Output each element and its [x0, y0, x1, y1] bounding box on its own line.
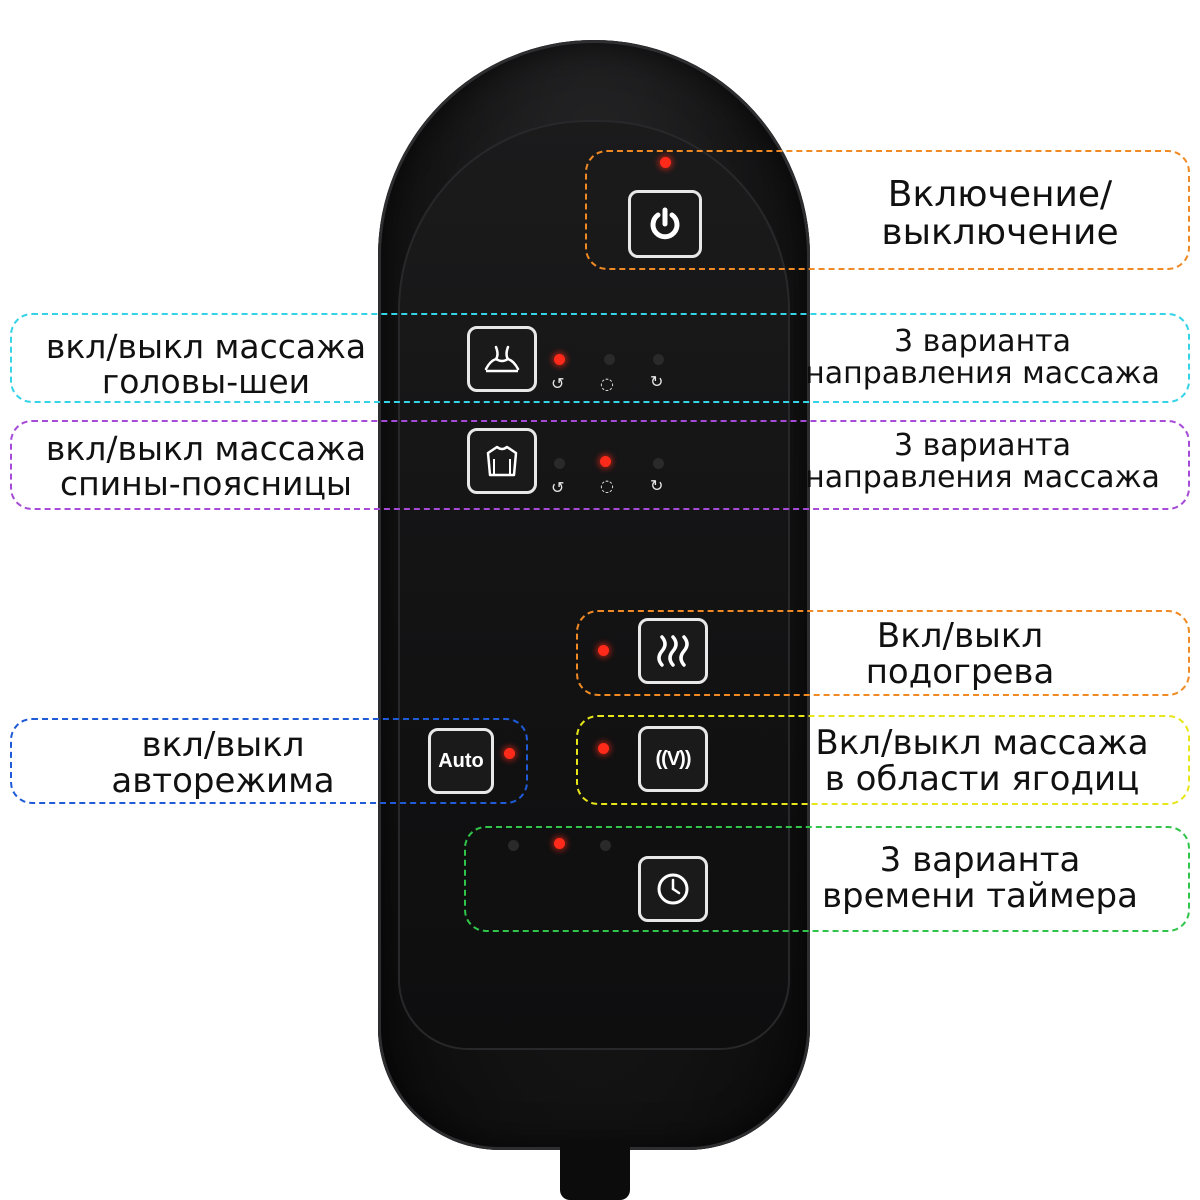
callout-power-line1: Включение/	[887, 174, 1113, 215]
callout-head-massage: вкл/выкл массажа головы-шеи	[14, 327, 398, 401]
callout-buttocks-line2: в области ягодиц	[824, 758, 1140, 799]
vibration-led	[598, 743, 609, 754]
callout-head-direction-line2: направления массажа	[805, 355, 1160, 391]
callout-back-direction: 3 варианта направления массажа	[780, 430, 1185, 493]
clockwise-icon: ↻	[650, 476, 664, 495]
reverse-icon: ◌	[600, 476, 614, 495]
back-massage-button[interactable]	[467, 428, 537, 494]
callout-heat: Вкл/выкл подогрева	[790, 616, 1130, 692]
callout-power-frame	[585, 150, 1190, 270]
callout-power-line2: выключение	[881, 211, 1119, 253]
callout-buttocks-line1: Вкл/выкл массажа	[815, 723, 1149, 763]
remote-cable	[560, 1140, 630, 1200]
power-icon	[650, 207, 680, 240]
back-direction-led-1	[554, 458, 565, 469]
auto-led	[504, 748, 515, 759]
back-direction-led-2	[600, 456, 611, 467]
timer-led-1	[508, 840, 519, 851]
callout-heat-line2: подогрева	[865, 651, 1055, 692]
callout-timer-line1: 3 варианта	[879, 840, 1081, 880]
remote-control-face	[398, 120, 790, 1050]
callout-timer: 3 варианта времени таймера	[780, 840, 1180, 916]
callout-back-massage: вкл/выкл массажа спины-поясницы	[14, 429, 398, 503]
heat-led	[598, 645, 609, 656]
callout-auto: вкл/выкл авторежима	[18, 725, 428, 801]
neck-massage-button[interactable]	[467, 326, 537, 392]
callout-auto-line1: вкл/выкл	[141, 725, 305, 765]
callout-buttocks-frame	[576, 715, 1190, 805]
callout-timer-frame	[464, 826, 1190, 932]
back-direction-led-3	[653, 458, 664, 469]
vibration-icon: ((V))	[655, 747, 692, 770]
head-direction-led-2	[604, 354, 615, 365]
timer-button[interactable]	[638, 856, 708, 922]
callout-buttocks: Вкл/выкл массажа в области ягодиц	[778, 723, 1186, 799]
auto-mode-button-label: Auto	[438, 749, 484, 772]
callout-head-direction: 3 варианта направления массажа	[780, 326, 1185, 389]
callout-power: Включение/ выключение	[830, 176, 1170, 252]
callout-heat-line1: Вкл/выкл	[876, 616, 1044, 656]
auto-mode-button[interactable]: Auto	[428, 728, 494, 794]
clockwise-icon: ↻	[650, 372, 664, 391]
callout-back-massage-line1: вкл/выкл массажа	[45, 429, 367, 468]
back-icon	[486, 445, 518, 477]
callout-timer-line2: времени таймера	[822, 875, 1138, 916]
callout-back-direction-line1: 3 варианта	[893, 428, 1072, 463]
callout-head-massage-line2: головы-шеи	[101, 361, 311, 401]
heat-waves-icon	[657, 635, 689, 667]
callout-auto-frame	[10, 718, 528, 804]
reverse-icon: ◌	[600, 374, 614, 393]
clock-icon	[657, 873, 689, 905]
power-button[interactable]	[628, 190, 702, 258]
counterclockwise-icon: ↺	[551, 374, 565, 393]
callout-back-direction-line2: направления массажа	[805, 459, 1160, 495]
callout-auto-line2: авторежима	[111, 760, 335, 801]
callout-head-row-frame	[10, 313, 1190, 403]
callout-back-massage-line2: спины-поясницы	[59, 463, 352, 503]
power-led	[660, 157, 671, 168]
head-direction-led-3	[653, 354, 664, 365]
callout-heat-frame	[576, 610, 1190, 696]
timer-led-3	[600, 840, 611, 851]
timer-led-2	[554, 838, 565, 849]
head-direction-led-1	[554, 354, 565, 365]
callout-head-massage-line1: вкл/выкл массажа	[45, 327, 367, 366]
callout-back-row-frame	[10, 420, 1190, 510]
heat-button[interactable]	[638, 618, 708, 684]
buttocks-massage-button[interactable]: ((V))	[638, 726, 708, 792]
counterclockwise-icon: ↺	[551, 478, 565, 497]
neck-icon	[484, 345, 520, 373]
callout-head-direction-line1: 3 варианта	[893, 324, 1072, 359]
